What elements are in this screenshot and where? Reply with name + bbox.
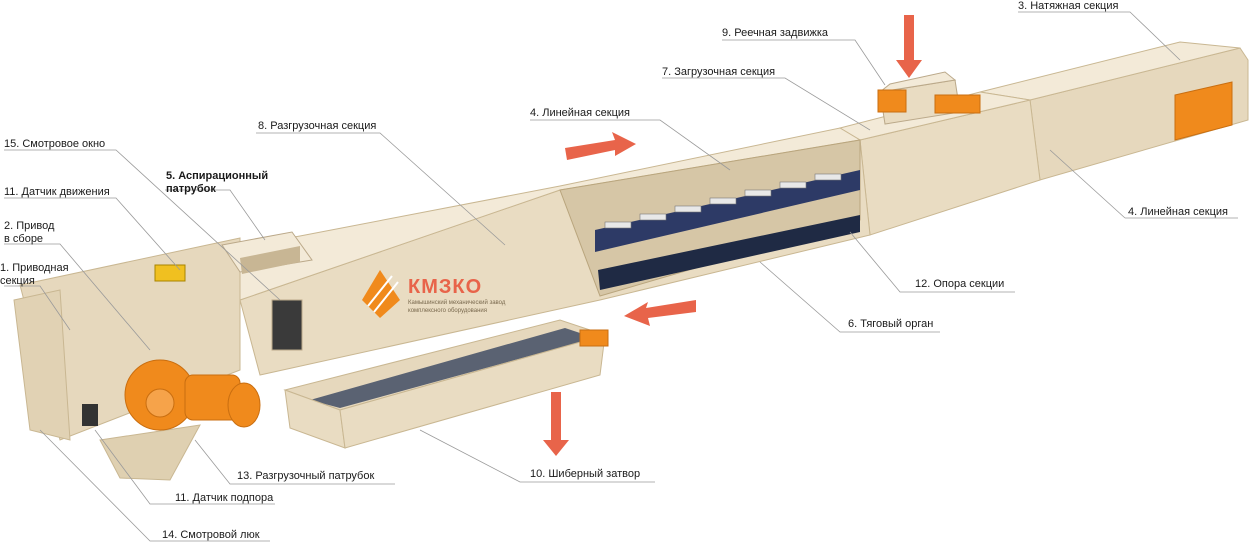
arrow-right-upper (565, 132, 636, 160)
backup-sensor (82, 404, 98, 426)
label-aspiration-line1: 5. Аспирационный (166, 170, 268, 183)
motion-sensor (155, 265, 185, 281)
label-motion-sensor: 11. Датчик движения (4, 186, 110, 199)
label-drive-line2: в сборе (4, 233, 43, 246)
inspection-window (272, 300, 302, 350)
label-inspection-window: 15. Смотровое окно (4, 138, 105, 151)
arrow-left-lower (624, 300, 696, 326)
label-tension-section: 3. Натяжная секция (1018, 0, 1118, 13)
logo-brand: КМЗКО (408, 276, 482, 298)
label-inspection-hatch: 14. Смотровой люк (162, 529, 260, 542)
label-discharge-nozzle: 13. Разгрузочный патрубок (237, 470, 374, 483)
label-section-support: 12. Опора секции (915, 278, 1004, 291)
discharge-spout (100, 425, 200, 480)
label-linear-section-2: 4. Линейная секция (1128, 206, 1228, 219)
logo-tagline-1: Камышинский механический завод (408, 300, 505, 307)
label-backup-sensor: 11. Датчик подпора (175, 492, 273, 505)
arrow-down-gate (543, 392, 569, 456)
label-traction-element: 6. Тяговый орган (848, 318, 933, 331)
label-drive-section-line1: 1. Приводная (0, 262, 69, 275)
label-unloading-section: 8. Разгрузочная секция (258, 120, 376, 133)
label-linear-section-1: 4. Линейная секция (530, 107, 630, 120)
arrow-down-loading (896, 15, 922, 78)
label-aspiration-line2: патрубок (166, 183, 216, 196)
label-rack-gate: 9. Реечная задвижка (722, 27, 828, 40)
label-loading-section: 7. Загрузочная секция (662, 66, 775, 79)
label-drive-section-line2: секция (0, 275, 35, 288)
label-slide-gate: 10. Шиберный затвор (530, 468, 640, 481)
label-drive-line1: 2. Привод (4, 220, 54, 233)
rack-gate-motor-right (935, 95, 980, 113)
logo-tagline-2: комплексного оборудования (408, 308, 487, 315)
rack-gate-motor-left (878, 90, 906, 112)
